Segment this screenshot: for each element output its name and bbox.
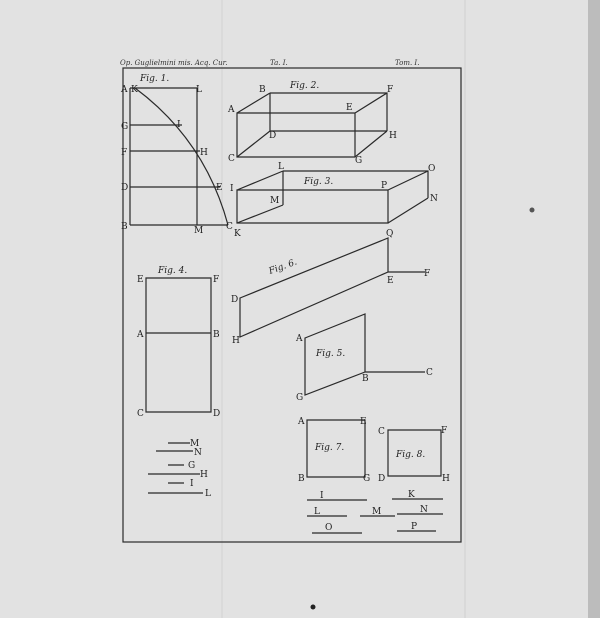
label: I xyxy=(177,120,181,130)
label: B xyxy=(259,85,266,95)
label: C xyxy=(137,409,144,419)
label: F xyxy=(441,426,447,436)
label: B xyxy=(362,374,369,384)
label: L xyxy=(205,489,211,499)
header-left: Op. Guglielmini mis. Acq. Cur. xyxy=(120,59,227,67)
label: N xyxy=(430,194,438,204)
plate-border xyxy=(122,67,462,543)
label: I xyxy=(320,491,324,501)
label: D xyxy=(121,183,128,193)
label: D xyxy=(231,295,238,305)
label: F xyxy=(387,85,393,95)
fig1-title: Fig. 1. xyxy=(139,74,169,84)
figure-4: Fig. 4. E F A B C D xyxy=(136,266,220,419)
label: E xyxy=(137,275,144,285)
label: G xyxy=(355,156,362,166)
label: F xyxy=(424,269,430,279)
header-center: Ta. I. xyxy=(270,59,288,67)
label: H xyxy=(200,470,208,480)
label: K xyxy=(234,229,241,239)
label: L xyxy=(314,507,320,517)
label: B xyxy=(121,222,128,232)
label: A xyxy=(136,330,144,340)
label: M xyxy=(270,196,279,206)
label: K xyxy=(408,490,415,500)
label: G xyxy=(296,393,303,403)
label: E xyxy=(346,103,353,113)
label: P xyxy=(411,522,417,532)
label: B xyxy=(213,330,220,340)
label: D xyxy=(378,474,385,484)
label: A xyxy=(120,85,128,95)
label: A xyxy=(227,105,235,115)
label: Q xyxy=(386,229,393,239)
label: M xyxy=(190,439,199,449)
label: M xyxy=(194,226,203,236)
header-right: Tom. I. xyxy=(395,59,419,67)
label: I xyxy=(230,184,234,194)
label: C xyxy=(378,427,385,437)
label: G xyxy=(188,461,195,471)
label: G xyxy=(363,474,370,484)
fig3-title: Fig. 3. xyxy=(303,177,333,187)
label: C xyxy=(228,154,235,164)
label: A xyxy=(295,334,303,344)
label: E xyxy=(216,183,223,193)
fig4-title: Fig. 4. xyxy=(157,266,187,276)
label: P xyxy=(381,181,387,191)
label: F xyxy=(213,275,219,285)
label: B xyxy=(298,474,305,484)
label: N xyxy=(194,448,202,458)
figure-2: Fig. 2. B F A E D H C G xyxy=(227,81,397,166)
label: D xyxy=(269,131,276,141)
label: F xyxy=(121,148,127,158)
label: C xyxy=(426,368,433,378)
fig5-title: Fig. 5. xyxy=(315,349,345,359)
label: L xyxy=(196,85,202,95)
label: O xyxy=(428,164,435,174)
label: H xyxy=(389,131,397,141)
plate-header: Op. Guglielmini mis. Acq. Cur. Ta. I. To… xyxy=(120,59,419,67)
label: N xyxy=(420,505,428,515)
bottom-segment-lines: I K L M N O P xyxy=(307,490,443,534)
fig2-title: Fig. 2. xyxy=(289,81,319,91)
label: I xyxy=(190,479,194,489)
figure-3: Fig. 3. L O I P M N K xyxy=(230,162,438,239)
figure-5: Fig. 5. A B C G xyxy=(295,313,433,403)
label: O xyxy=(325,523,332,533)
label: A xyxy=(297,417,305,427)
label: H xyxy=(442,474,450,484)
fig8-title: Fig. 8. xyxy=(395,450,425,460)
fig7-title: Fig. 7. xyxy=(314,443,344,453)
figure-8: Fig. 8. C F D H xyxy=(378,426,450,484)
label: L xyxy=(278,162,284,172)
label: E xyxy=(387,276,394,286)
label: H xyxy=(200,148,208,158)
label: D xyxy=(213,409,220,419)
label: H xyxy=(232,336,240,346)
figure-7: Fig. 7. A E B G xyxy=(297,417,370,484)
label: E xyxy=(360,417,367,427)
label: M xyxy=(372,507,381,517)
figure-1: Fig. 1. A K L G I F H D E B M C xyxy=(120,74,233,236)
label: G xyxy=(121,122,128,132)
label: K xyxy=(131,85,138,95)
label: C xyxy=(226,222,233,232)
left-segment-lines: M N G H I L xyxy=(148,439,211,499)
